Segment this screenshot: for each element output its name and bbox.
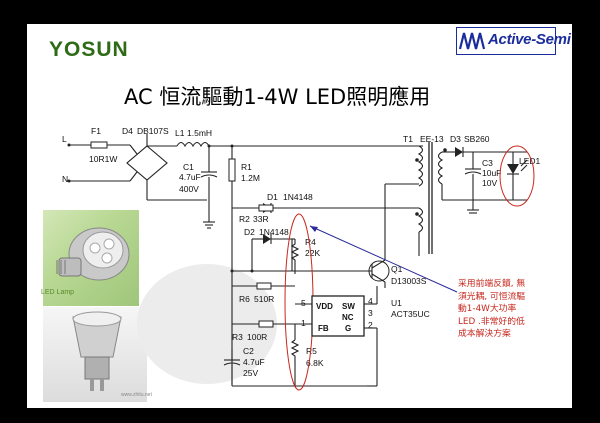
capacitor-C1	[200, 146, 218, 200]
R3-value: 100R	[247, 332, 267, 342]
bulb-photo-caption: LED Lamp	[41, 289, 75, 296]
annotation-arrow	[309, 225, 458, 293]
highlight-ellipse-led	[499, 145, 535, 207]
R4-label: R4	[305, 237, 316, 247]
C1-value1: 4.7uF	[179, 172, 201, 182]
resistor-R1	[228, 158, 236, 182]
F1-label: F1	[91, 126, 101, 136]
fuse-F1	[90, 141, 108, 149]
R5-label: R5	[306, 346, 317, 356]
pin-5: 5	[301, 298, 306, 308]
R1-label: R1	[241, 162, 252, 172]
C3-value2: 10V	[482, 178, 497, 188]
note-line-5: 成本解決方案	[458, 329, 511, 339]
U1-label: U1	[391, 298, 402, 308]
R6-label: R6	[239, 294, 250, 304]
node-N: N	[62, 174, 68, 184]
note-line-4: LED .非常好的低	[458, 316, 525, 327]
C2-label: C2	[243, 346, 254, 356]
R2-label: R2	[239, 214, 250, 224]
resistor-R5	[290, 339, 300, 364]
note-line-1: 采用前端反饋, 無	[458, 279, 526, 289]
pin-3: 3	[368, 308, 373, 318]
C3-value1: 10uF	[482, 168, 501, 178]
chip-vdd: VDD	[316, 302, 333, 311]
R1-value: 1.2M	[241, 173, 260, 183]
capacitor-C3	[464, 152, 482, 214]
L1-label: L1	[175, 128, 185, 138]
pin-1: 1	[301, 318, 306, 328]
pin-2: 2	[368, 320, 373, 330]
resistor-R6	[256, 282, 272, 290]
chip-fb: FB	[318, 324, 329, 333]
capacitor-C2	[223, 350, 367, 387]
C2-value2: 25V	[243, 368, 258, 378]
L1-value: 1.5mH	[187, 128, 212, 138]
R4-value: 22K	[305, 248, 320, 258]
Q1-label: Q1	[391, 264, 403, 274]
D1-value: 1N4148	[283, 192, 313, 202]
circuit-schematic: L N F1 10R1W D4 DB107S L1 1.5mH	[62, 126, 541, 391]
bridge-D4	[126, 134, 207, 201]
transistor-Q1	[368, 184, 390, 288]
chip-nc: NC	[342, 313, 354, 322]
C1-value2: 400V	[179, 184, 199, 194]
led-bulb-image	[56, 227, 130, 281]
C2-value1: 4.7uF	[243, 357, 265, 367]
resistor-R3	[258, 320, 274, 328]
D4-label: D4	[122, 126, 133, 136]
mr16-lamp-photo	[43, 307, 147, 402]
active-semi-logo	[456, 27, 556, 55]
U1-value: ACT35UC	[391, 309, 430, 319]
resistor-R4	[290, 239, 300, 274]
slide-title: AC 恒流驅動1-4W LED照明應用	[124, 85, 431, 109]
watermark: www.zhitu.net	[121, 392, 152, 398]
R6-value: 510R	[254, 294, 274, 304]
D2-value: 1N4148	[259, 227, 289, 237]
chip-g: G	[345, 324, 351, 333]
C3-label: C3	[482, 158, 493, 168]
led-LED1	[507, 152, 528, 200]
R5-value: 6.8K	[306, 358, 324, 368]
chip-U1	[311, 295, 365, 337]
ground-symbol	[203, 200, 215, 229]
R3-label: R3	[232, 332, 243, 342]
arrow-head-icon	[310, 226, 318, 232]
pin-4: 4	[368, 296, 373, 306]
D3-label: D3	[450, 134, 461, 144]
description-note: 采用前端反饋, 無 須光耦, 可恒流驅 動1-4W大功率 LED .非常好的低 …	[458, 278, 568, 341]
R2-value: 33R	[253, 214, 269, 224]
note-line-3: 動1-4W大功率	[458, 304, 517, 314]
diode-D3	[455, 147, 527, 157]
active-semi-logo-text: Active-Semi	[488, 31, 571, 48]
Q1-value: D13003S	[391, 276, 427, 286]
D1-label: D1	[267, 192, 278, 202]
mr16-lamp-image	[72, 311, 122, 391]
F1-value: 10R1W	[89, 154, 117, 164]
node-L: L	[62, 134, 67, 144]
slide: YOSUN Active-Semi AC 恒流驅動1-4W LED照明應用 LE…	[27, 24, 572, 408]
note-line-2: 須光耦, 可恒流驅	[458, 291, 526, 302]
led-bulb-photo	[43, 210, 139, 306]
yosun-logo: YOSUN	[49, 38, 129, 61]
D4-value: DB107S	[137, 126, 169, 136]
background-texture	[137, 264, 277, 384]
chip-sw: SW	[342, 302, 355, 311]
T1-value: EE-13	[420, 134, 444, 144]
diode-D2	[251, 234, 293, 271]
LED1-label: LED1	[519, 156, 541, 166]
D3-value: SB260	[464, 134, 490, 144]
T1-label: T1	[403, 134, 413, 144]
resistor-R2	[258, 204, 274, 212]
highlight-ellipse-left	[284, 213, 314, 391]
transformer-T1	[385, 142, 447, 256]
inductor-L1	[176, 141, 210, 148]
C1-label: C1	[183, 162, 194, 172]
D2-label: D2	[244, 227, 255, 237]
